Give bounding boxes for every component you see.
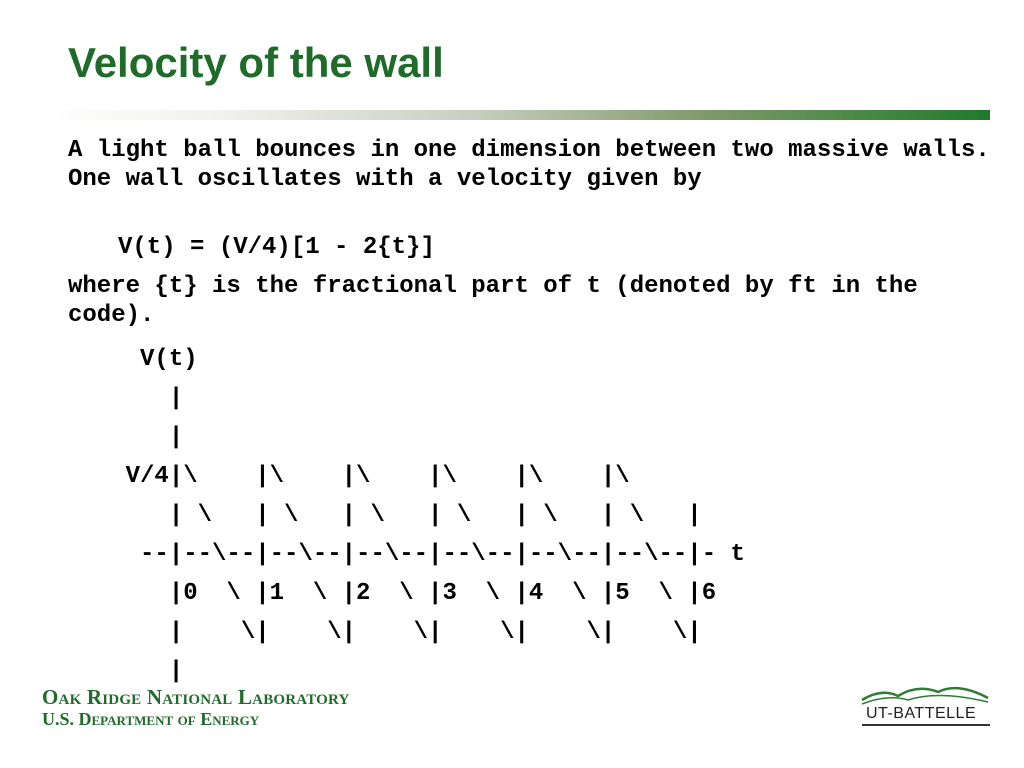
plot-line: V(t) [68, 346, 198, 373]
intro-paragraph: A light ball bounces in one dimension be… [68, 137, 1005, 193]
footer-organization: Oak Ridge National Laboratory U.S. Depar… [42, 686, 350, 730]
plot-line: | [68, 424, 184, 451]
title-divider-rule [40, 110, 990, 120]
ut-battelle-logo-icon [861, 686, 989, 705]
velocity-equation: V(t) = (V/4)[1 - 2{t}] [118, 234, 435, 261]
plot-line: | [68, 385, 184, 412]
org-name: Oak Ridge National Laboratory [42, 685, 350, 709]
plot-line: | [68, 658, 184, 685]
plot-line: V/4|\ |\ |\ |\ |\ |\ [68, 463, 630, 490]
department-name: U.S. Department of Energy [42, 709, 260, 729]
fractional-part-paragraph: where {t} is the fractional part of t (d… [68, 273, 933, 329]
logo-wordmark: UT-BATTELLE [866, 705, 977, 722]
ascii-sawtooth-plot: V(t) | | V/4|\ |\ |\ |\ |\ |\ | \ | \ | … [68, 340, 745, 691]
slide-title: Velocity of the wall [68, 39, 444, 86]
logo-underline [862, 724, 990, 726]
plot-line: --|--\--|--\--|--\--|--\--|--\--|--\--|-… [68, 541, 745, 568]
plot-line: | \ | \ | \ | \ | \ | \ | [68, 502, 702, 529]
plot-line: | \| \| \| \| \| \| [68, 619, 702, 646]
plot-line: |0 \ |1 \ |2 \ |3 \ |4 \ |5 \ |6 [68, 580, 717, 607]
